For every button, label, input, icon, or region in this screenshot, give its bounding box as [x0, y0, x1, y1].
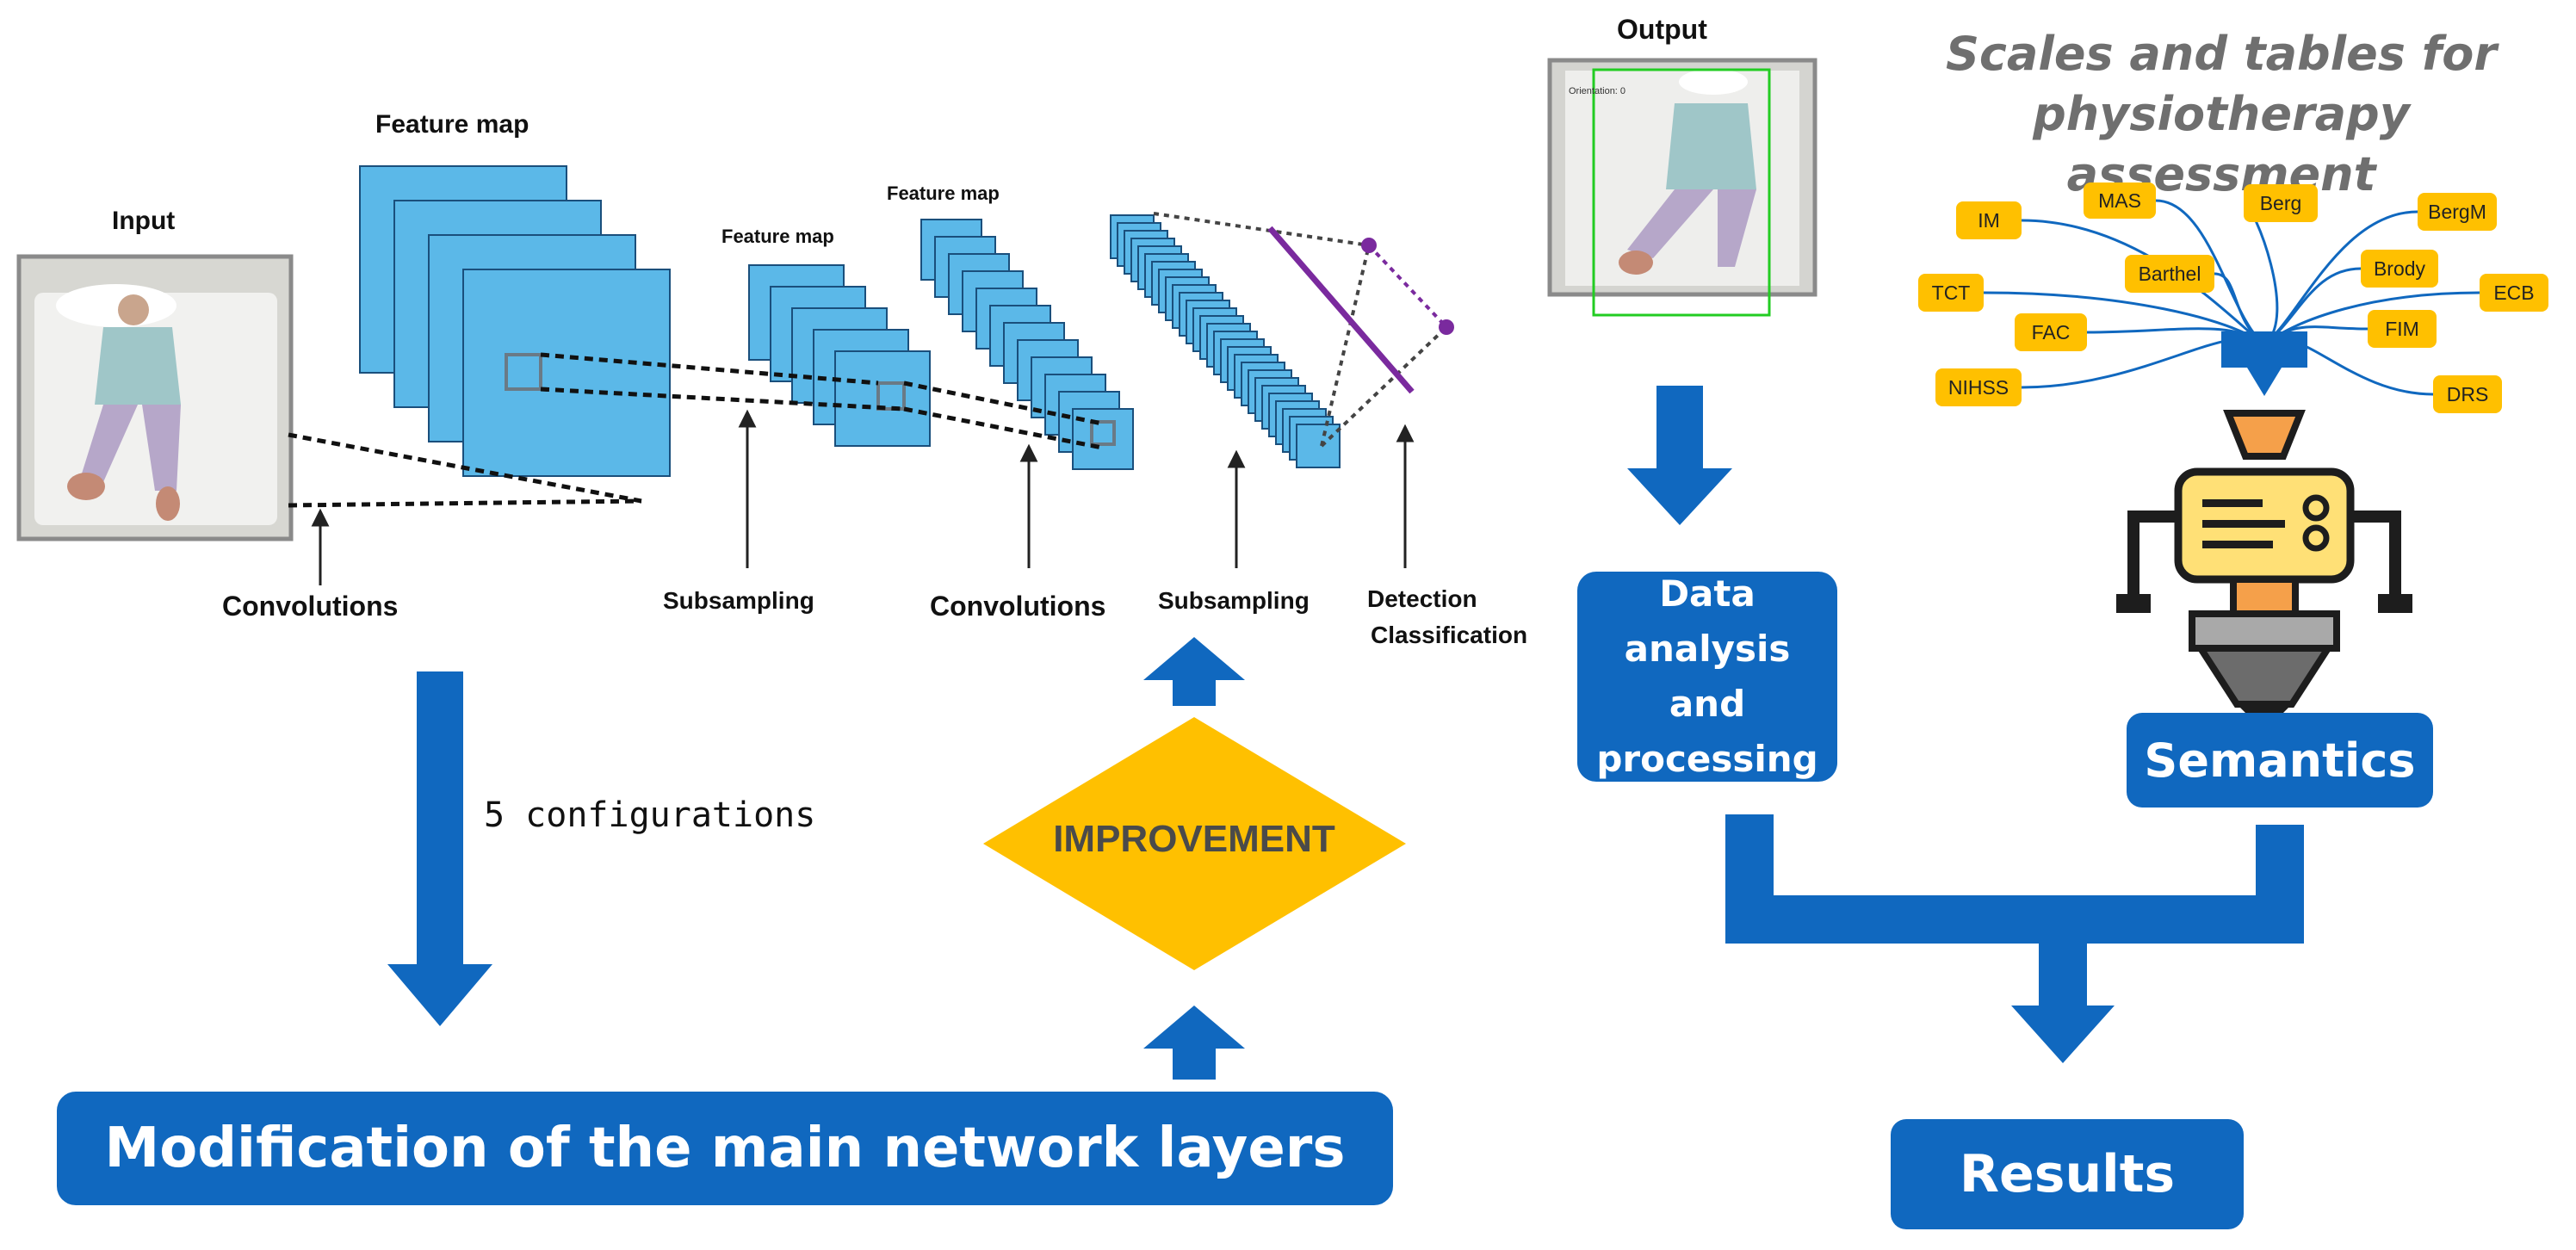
results-box: Results	[1891, 1119, 2244, 1229]
improvement-label: IMPROVEMENT	[1053, 818, 1335, 860]
subsampling-2-label: Subsampling	[1158, 587, 1310, 614]
feature-map-1-label: Feature map	[375, 110, 529, 139]
detection-label: Detection	[1367, 585, 1477, 612]
data-analysis-box: Data analysis and processing	[1577, 572, 1837, 782]
scales-title: Scales and tables for physiotherapy asse…	[1894, 24, 2548, 205]
feature-map-3-label: Feature map	[887, 183, 1000, 204]
convolutions-2-label: Convolutions	[930, 591, 1106, 622]
scale-tag-ecb: ECB	[2480, 274, 2548, 312]
feature-map-slice	[1296, 424, 1341, 468]
scale-tag-bergm: BergM	[2418, 193, 2497, 231]
input-label: Input	[112, 207, 176, 235]
layer-pointer-arrows	[311, 409, 1415, 585]
improvement-diamond	[983, 717, 1406, 970]
feature-map-2	[748, 264, 931, 447]
input-patient-image	[16, 254, 294, 541]
scales-title-line-1: Scales and tables for	[1946, 27, 2497, 81]
semantics-box: Semantics	[2127, 713, 2433, 808]
scale-tag-fac: FAC	[2015, 313, 2087, 351]
scale-line	[2243, 201, 2279, 346]
configurations-label: 5 configurations	[484, 795, 816, 835]
feature-map-3	[920, 219, 1134, 470]
detection-connections	[1153, 212, 1454, 448]
scale-tag-barthel: Barthel	[2125, 255, 2214, 293]
flow-arrows	[387, 386, 2304, 1080]
feature-map-4	[1110, 214, 1341, 468]
scale-tag-im: IM	[1956, 201, 2022, 239]
scale-tag-nihss: NIHSS	[1935, 368, 2022, 406]
subsampling-1-label: Subsampling	[663, 587, 814, 614]
scale-tag-berg: Berg	[2244, 184, 2318, 222]
scales-funnel	[2221, 331, 2307, 396]
output-label: Output	[1617, 14, 1707, 45]
feature-map-1	[359, 165, 671, 477]
classification-label: Classification	[1371, 622, 1528, 648]
feature-map-2-label: Feature map	[721, 226, 834, 247]
scale-tag-tct: TCT	[1918, 274, 1984, 312]
output-detection-image	[1547, 58, 1817, 317]
modification-box: Modification of the main network layers	[57, 1092, 1393, 1205]
scale-tag-drs: DRS	[2433, 375, 2502, 413]
scale-tag-brody: Brody	[2361, 250, 2438, 288]
convolutions-1-label: Convolutions	[222, 591, 399, 622]
scales-title-line-2: physiotherapy assessment	[2033, 87, 2410, 201]
output-overlay-text: Orientation: 0	[1569, 86, 1626, 96]
receptive-field-square	[1090, 420, 1116, 446]
convolution-connections	[288, 352, 1103, 508]
scale-tag-fim: FIM	[2368, 310, 2437, 348]
scale-tag-mas: MAS	[2084, 183, 2156, 219]
semantic-machine-icon	[2116, 410, 2412, 732]
